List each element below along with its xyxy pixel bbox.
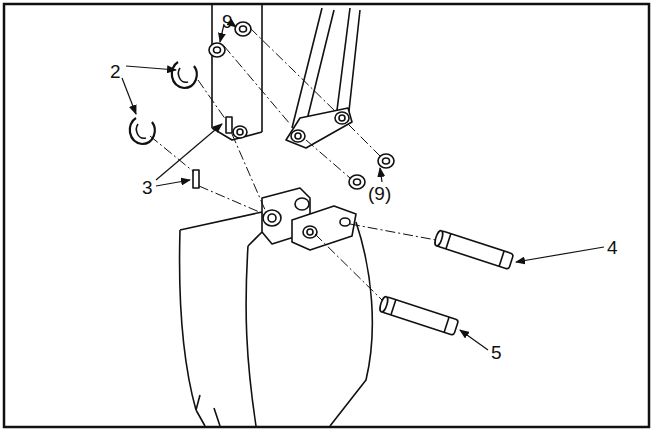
callout-number: 5: [491, 343, 502, 362]
callout-number: 3: [142, 178, 153, 197]
callout-number: 9: [222, 12, 233, 31]
callout-number: 4: [607, 238, 618, 257]
callout-number: 2: [110, 62, 121, 81]
callout-number: (9): [368, 184, 391, 203]
